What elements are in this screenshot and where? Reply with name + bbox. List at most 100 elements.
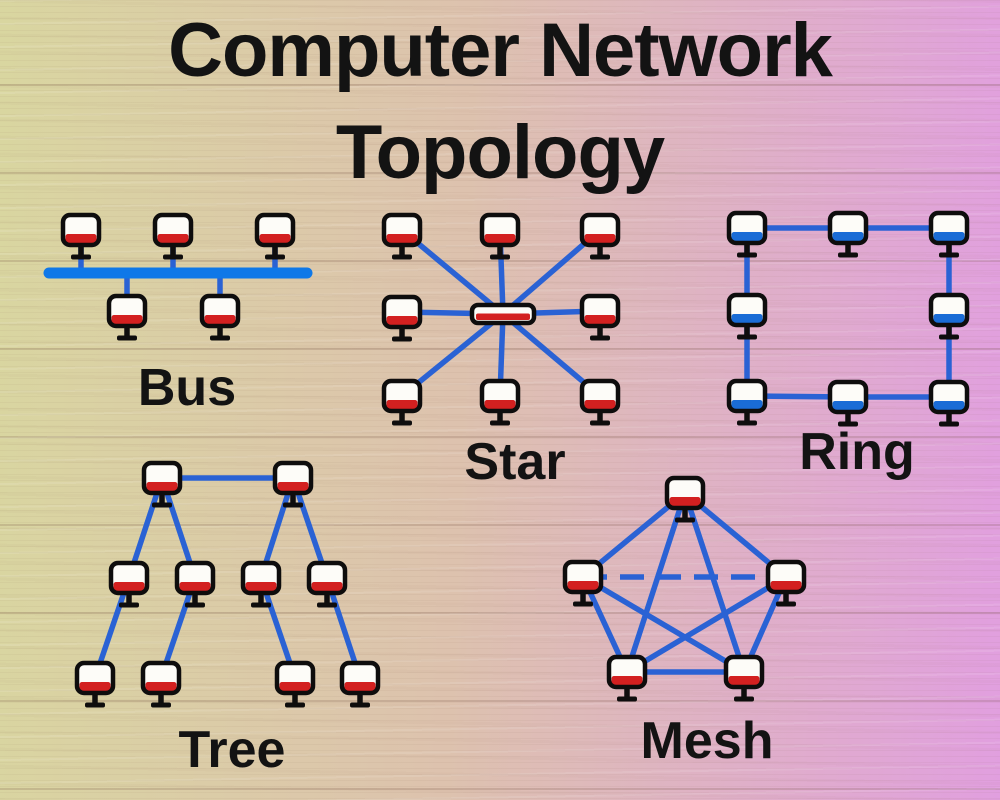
computer-icon	[606, 654, 648, 702]
monitor-frame	[106, 293, 148, 329]
monitor-stand-stem	[399, 244, 405, 255]
monitor-screen-band	[146, 482, 178, 491]
monitor-stand-stem	[624, 686, 630, 697]
monitor-frame	[827, 210, 869, 246]
mesh-label: Mesh	[640, 712, 774, 770]
monitor-stand-stem	[126, 592, 132, 603]
monitor-stand-stem	[192, 592, 198, 603]
monitor-stand-stem	[682, 507, 688, 518]
monitor-stand-stem	[399, 326, 405, 337]
monitor-stand-stem	[124, 325, 130, 336]
monitor-screen-band	[179, 582, 211, 591]
monitor-frame	[765, 559, 807, 595]
monitor-stand-stem	[92, 692, 98, 703]
mesh-topology-diagram	[562, 475, 807, 702]
monitor-stand-stem	[744, 410, 750, 421]
monitor-screen-band	[770, 581, 802, 590]
monitor-stand-stem	[292, 692, 298, 703]
bus-topology-diagram	[43, 212, 313, 341]
monitor-stand-base	[737, 252, 757, 258]
monitor-screen-band	[111, 315, 143, 324]
computer-icon	[479, 378, 521, 426]
computer-icon	[274, 660, 316, 708]
computer-icon	[306, 560, 348, 608]
hub-band	[476, 313, 530, 320]
monitor-stand-base	[590, 335, 610, 341]
monitor-screen-band	[933, 401, 965, 410]
connection-line	[625, 574, 788, 675]
monitor-stand-base	[317, 602, 337, 608]
star-topology-diagram	[381, 212, 621, 426]
monitor-stand-base	[939, 252, 959, 258]
monitor-stand-base	[776, 601, 796, 607]
monitor-stand-stem	[399, 410, 405, 421]
monitor-stand-stem	[258, 592, 264, 603]
monitor-stand-base	[119, 602, 139, 608]
monitor-stand-stem	[597, 325, 603, 336]
computer-icon	[726, 292, 768, 340]
monitor-frame	[726, 378, 768, 414]
computer-icon	[827, 379, 869, 427]
monitor-screen-band	[584, 400, 616, 409]
monitor-screen-band	[611, 676, 643, 685]
monitor-frame	[141, 460, 183, 496]
computer-icon	[726, 378, 768, 426]
monitor-stand-stem	[946, 411, 952, 422]
monitor-screen-band	[584, 315, 616, 324]
monitor-stand-base	[285, 702, 305, 708]
computer-icon	[152, 212, 194, 260]
monitor-stand-base	[838, 421, 858, 427]
monitor-frame	[199, 293, 241, 329]
monitor-stand-base	[675, 517, 695, 523]
title-line-2: Topology	[335, 110, 665, 195]
computer-icon	[339, 660, 381, 708]
monitor-stand-base	[392, 420, 412, 426]
monitor-stand-base	[350, 702, 370, 708]
monitor-stand-base	[490, 420, 510, 426]
computer-icon	[254, 212, 296, 260]
monitor-stand-stem	[744, 242, 750, 253]
monitor-stand-base	[251, 602, 271, 608]
monitor-stand-stem	[290, 492, 296, 503]
monitor-frame	[664, 475, 706, 511]
connection-line	[624, 492, 688, 673]
monitor-stand-base	[734, 696, 754, 702]
monitor-frame	[381, 212, 423, 248]
monitor-frame	[579, 378, 621, 414]
monitor-stand-base	[590, 420, 610, 426]
computer-icon	[106, 293, 148, 341]
monitor-frame	[928, 292, 970, 328]
monitor-frame	[562, 559, 604, 595]
monitor-frame	[240, 560, 282, 596]
monitor-frame	[479, 212, 521, 248]
monitor-screen-band	[933, 314, 965, 323]
computer-icon	[579, 293, 621, 341]
computer-icon	[579, 212, 621, 260]
monitor-frame	[381, 294, 423, 330]
monitor-stand-base	[392, 254, 412, 260]
monitor-stand-stem	[272, 244, 278, 255]
star-label: Star	[464, 433, 566, 491]
computer-icon	[140, 660, 182, 708]
computer-icon	[74, 660, 116, 708]
computer-icon	[108, 560, 150, 608]
monitor-frame	[306, 560, 348, 596]
monitor-screen-band	[484, 234, 516, 243]
monitor-stand-stem	[741, 686, 747, 697]
monitor-screen-band	[386, 316, 418, 325]
monitor-screen-band	[145, 682, 177, 691]
computer-icon	[726, 210, 768, 258]
monitor-stand-base	[617, 696, 637, 702]
monitor-stand-base	[838, 252, 858, 258]
monitor-screen-band	[79, 682, 111, 691]
monitor-screen-band	[245, 582, 277, 591]
monitor-frame	[274, 660, 316, 696]
monitor-stand-base	[71, 254, 91, 260]
monitor-frame	[174, 560, 216, 596]
monitor-frame	[928, 379, 970, 415]
monitor-screen-band	[832, 401, 864, 410]
monitor-screen-band	[386, 400, 418, 409]
tree-label: Tree	[178, 721, 286, 779]
monitor-stand-stem	[597, 244, 603, 255]
star-hub-icon	[469, 302, 537, 326]
